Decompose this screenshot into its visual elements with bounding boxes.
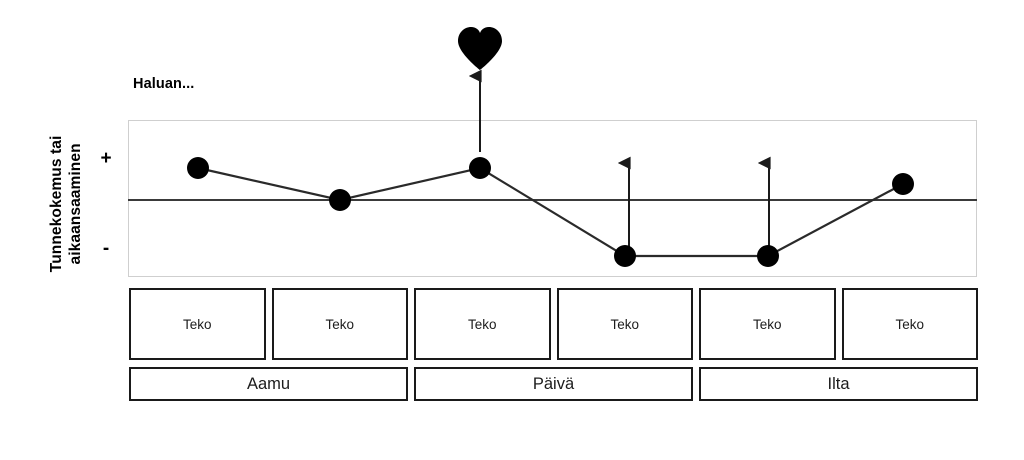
- action-label: Teko: [752, 316, 782, 332]
- group-cell-morning[interactable]: Aamu: [129, 367, 408, 401]
- action-cell[interactable]: Teko: [699, 288, 836, 360]
- chart-caption: Haluan...: [133, 76, 195, 92]
- action-label: Teko: [467, 316, 497, 332]
- action-label: Teko: [610, 316, 640, 332]
- group-cell-day[interactable]: Päivä: [414, 367, 693, 401]
- group-label: Ilta: [827, 374, 850, 393]
- action-cell[interactable]: Teko: [556, 288, 693, 360]
- axis-tick-positive: +: [100, 148, 112, 169]
- action-cell[interactable]: Teko: [271, 288, 408, 360]
- y-axis-label: Tunnekokemus tai aikaansaaminen: [48, 135, 84, 273]
- group-label: Päivä: [532, 374, 575, 393]
- action-label: Teko: [182, 316, 212, 332]
- action-label: Teko: [325, 316, 355, 332]
- heart-icon: [458, 27, 502, 70]
- axis-tick-negative: -: [102, 238, 110, 259]
- action-cell[interactable]: Teko: [841, 288, 978, 360]
- action-label: Teko: [895, 316, 925, 332]
- plot-frame: [128, 120, 977, 277]
- group-row: Aamu Päivä Ilta: [129, 367, 978, 401]
- action-cell[interactable]: Teko: [129, 288, 266, 360]
- group-cell-evening[interactable]: Ilta: [699, 367, 978, 401]
- action-row: Teko Teko Teko Teko Teko Teko: [129, 288, 978, 360]
- group-label: Aamu: [246, 374, 291, 393]
- action-cell[interactable]: Teko: [414, 288, 551, 360]
